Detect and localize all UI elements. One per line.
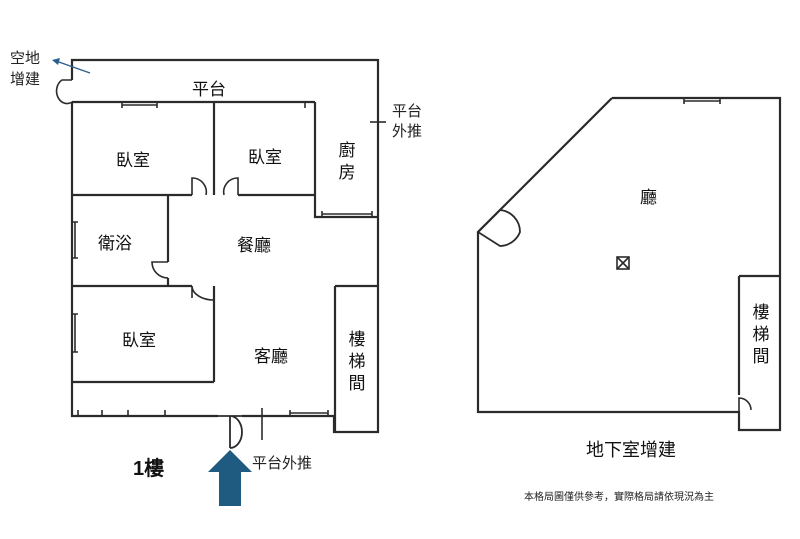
window-left-bath xyxy=(72,221,78,259)
room-bedroom-bottom-left: 臥室 xyxy=(122,331,156,351)
annotation-extension-line1: 空地 xyxy=(10,49,41,67)
door-bathroom xyxy=(151,261,169,279)
entrance-arrow-icon xyxy=(208,450,252,506)
basement-door-left xyxy=(476,209,521,247)
basement-stairwell-wall xyxy=(737,274,780,395)
basement-title: 地下室增建 xyxy=(586,440,676,461)
room-dining: 餐廳 xyxy=(237,236,271,256)
room-stairwell-floor1: 樓梯間 xyxy=(348,330,366,394)
window-bottom-left xyxy=(77,410,166,416)
floor1-title: 1樓 xyxy=(133,458,165,480)
room-bedroom-top-middle: 臥室 xyxy=(248,148,282,168)
room-bedroom-top-left: 臥室 xyxy=(116,151,150,171)
basement-marker-icon xyxy=(616,256,630,270)
disclaimer-text: 本格局圖僅供參考，實際格局請依現況為主 xyxy=(524,492,714,503)
annotation-platform-extend-right-line1: 平台 xyxy=(392,102,423,120)
window-left-bed xyxy=(72,313,78,353)
walls xyxy=(55,58,782,449)
small-pointer-arrow-icon xyxy=(52,58,91,74)
room-bathroom: 衛浴 xyxy=(98,234,132,254)
window-top-left xyxy=(121,102,158,108)
door-bedroom-middle xyxy=(222,177,239,196)
room-stairwell-basement: 樓梯間 xyxy=(752,303,770,367)
room-basement-hall: 廳 xyxy=(640,188,657,208)
window-kitchen xyxy=(321,211,373,217)
annotation-platform-extend-right-line2: 外推 xyxy=(392,122,423,140)
basement-door-stair xyxy=(738,397,752,412)
basement-outer-wall xyxy=(476,96,782,432)
annotation-extension-line2: 增建 xyxy=(10,70,41,88)
door-bedroom-bottom xyxy=(191,285,215,301)
room-kitchen: 廚房 xyxy=(338,141,356,183)
basement-window-top xyxy=(683,98,721,104)
floor1-interior-walls xyxy=(72,100,378,384)
room-living: 客廳 xyxy=(254,347,288,367)
floor1-stairwell-wall xyxy=(333,284,378,432)
door-bedroom-left xyxy=(191,177,208,196)
door-main-entrance xyxy=(218,415,243,449)
floor1-bottom-step-wall xyxy=(332,416,355,434)
window-bottom-right xyxy=(289,410,329,416)
annotation-platform: 平台 xyxy=(192,80,226,100)
annotation-platform-extend-bottom: 平台外推 xyxy=(252,454,313,472)
door-top-left xyxy=(55,79,73,105)
